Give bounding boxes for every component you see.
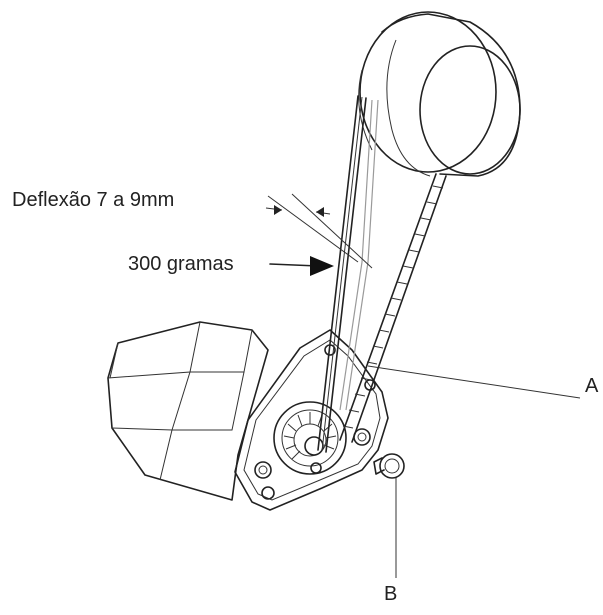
timing-belt xyxy=(339,173,447,443)
leader-a xyxy=(367,365,581,399)
drive-belt xyxy=(317,95,367,453)
deflected-belt-ghost xyxy=(339,99,379,411)
deflection-indicator xyxy=(265,193,373,269)
motor-body xyxy=(107,321,269,501)
upper-pulley xyxy=(358,11,521,177)
adjusting-nut xyxy=(373,453,405,479)
part-a-label: A xyxy=(585,375,599,397)
weight-label: 300 gramas xyxy=(128,253,234,275)
deflection-label: Deflexão 7 a 9mm xyxy=(12,189,175,211)
motor-bracket xyxy=(234,329,389,511)
belt-teeth xyxy=(342,185,444,429)
force-arrow xyxy=(269,256,334,276)
part-b-label: B xyxy=(384,583,398,605)
motor-pulley xyxy=(273,401,347,475)
leader-lines xyxy=(367,365,581,578)
